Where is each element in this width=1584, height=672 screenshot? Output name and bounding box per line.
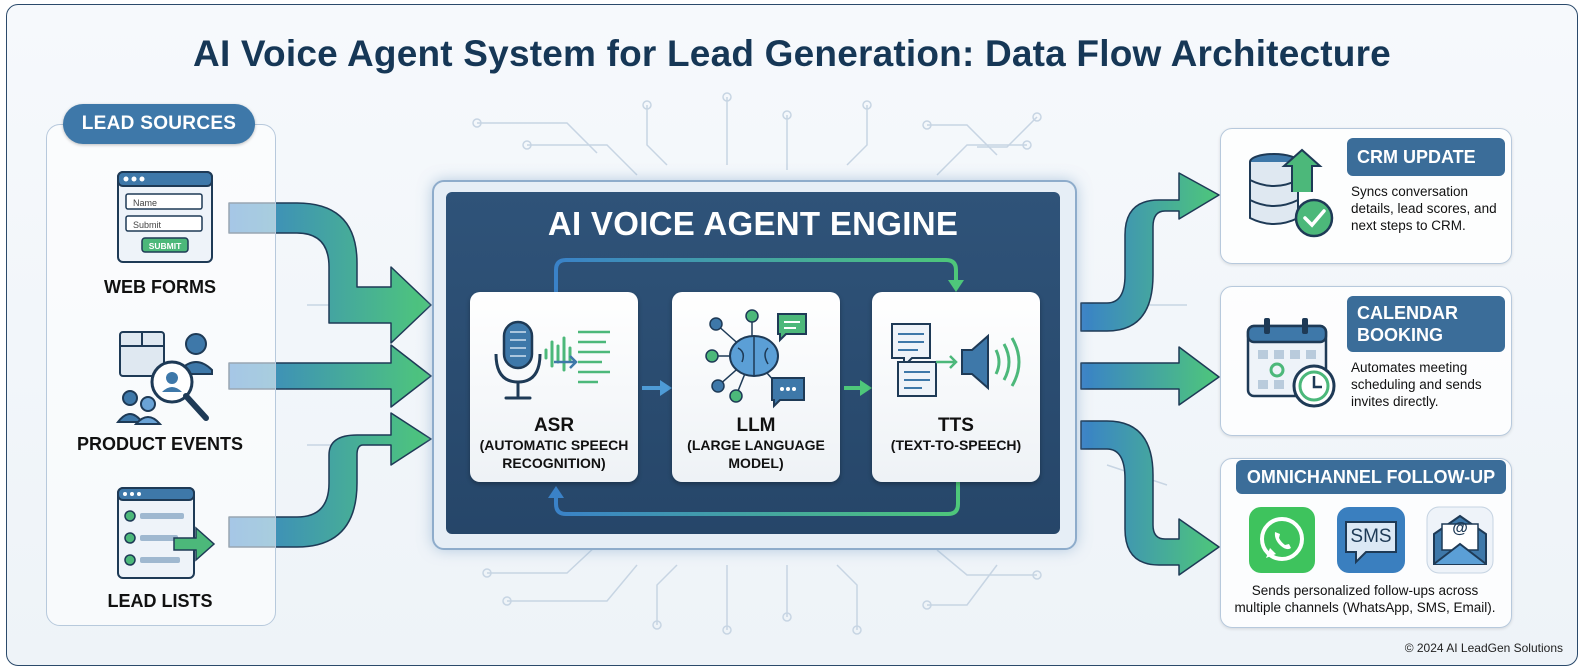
- tts-card: TTS (TEXT-TO-SPEECH): [872, 292, 1040, 482]
- llm-description: (LARGE LANGUAGE MODEL): [687, 437, 825, 471]
- database-sync-icon: [1249, 148, 1334, 238]
- tts-name: TTS: [938, 415, 974, 436]
- omnichannel-description: Sends personalized follow-ups across mul…: [1234, 583, 1496, 615]
- product-events-icon: [115, 331, 213, 425]
- crm-update-description: Syncs conversation details, lead scores,…: [1351, 184, 1497, 233]
- crm-update-title: CRM UPDATE: [1347, 138, 1505, 176]
- omnichannel-title: OMNICHANNEL FOLLOW-UP: [1236, 460, 1506, 494]
- whatsapp-icon: [1249, 507, 1315, 573]
- engine-loop-arrows: [548, 258, 964, 516]
- calendar-clock-icon: [1246, 318, 1336, 408]
- email-icon: [1426, 506, 1494, 574]
- tts-description: (TEXT-TO-SPEECH): [890, 437, 1022, 453]
- llm-name: LLM: [736, 415, 776, 436]
- sms-icon-label: SMS: [1350, 526, 1392, 547]
- web-form-icon: [117, 171, 213, 263]
- diagram-title: AI Voice Agent System for Lead Generatio…: [193, 33, 1391, 74]
- llm-card: LLM (LARGE LANGUAGE MODEL): [672, 292, 840, 482]
- brain-network-icon: [705, 309, 807, 409]
- output-flow-arrows: [1080, 172, 1220, 576]
- copyright-footer: © 2024 AI LeadGen Solutions: [1404, 641, 1563, 655]
- asr-description: (AUTOMATIC SPEECH RECOGNITION): [479, 437, 629, 471]
- email-at-symbol: @: [1452, 520, 1468, 537]
- lead-list-icon: [117, 487, 216, 579]
- asr-card: ASR (AUTOMATIC SPEECH RECOGNITION): [470, 292, 638, 482]
- asr-name: ASR: [533, 415, 575, 436]
- product-events-label: PRODUCT EVENTS: [76, 434, 244, 454]
- lead-sources-heading: LEAD SOURCES: [63, 104, 255, 144]
- calendar-booking-description: Automates meeting scheduling and sends i…: [1351, 360, 1482, 409]
- calendar-booking-title: CALENDAR BOOKING: [1347, 296, 1505, 352]
- web-forms-label: WEB FORMS: [104, 277, 216, 297]
- input-flow-arrows: [228, 202, 432, 548]
- sms-icon: [1337, 507, 1405, 573]
- web-form-submit-button: SUBMIT: [148, 241, 182, 251]
- background-graphics: [228, 92, 1220, 635]
- web-form-name-field: Name: [133, 198, 158, 208]
- speaker-icon: [891, 323, 1021, 397]
- engine-title: AI VOICE AGENT ENGINE: [547, 205, 959, 242]
- lead-lists-label: LEAD LISTS: [107, 591, 213, 611]
- microphone-icon: [494, 320, 610, 400]
- web-form-submit-field: Submit: [133, 220, 162, 230]
